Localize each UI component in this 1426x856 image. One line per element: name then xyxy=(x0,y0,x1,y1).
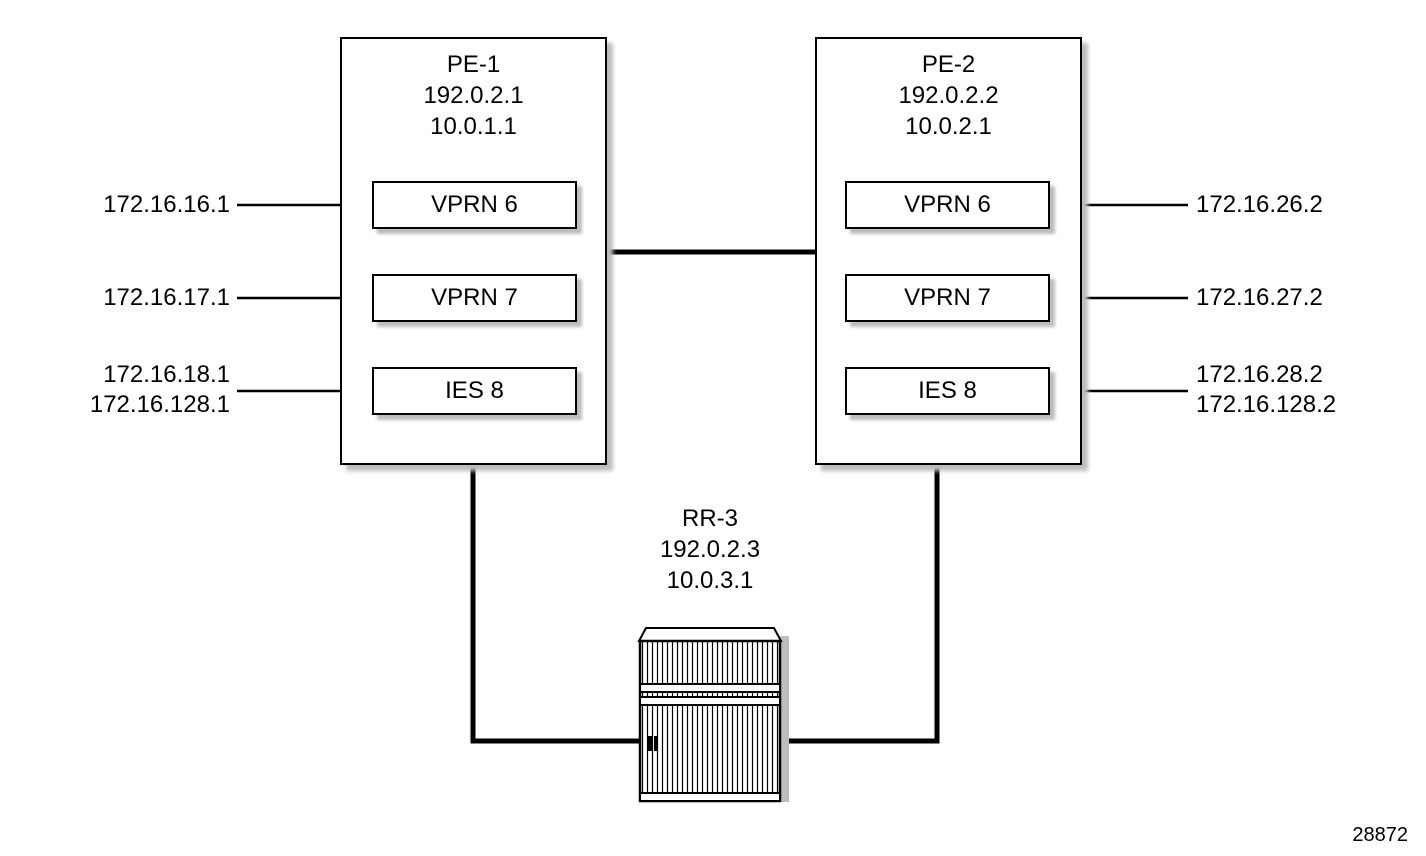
pe2-ip-loopback: 192.0.2.2 xyxy=(898,82,999,109)
pe2-service-vprn6-label: VPRN 6 xyxy=(904,191,991,218)
pe2-name: PE-2 xyxy=(921,51,976,78)
pe1-vprn7-interface-ip: 172.16.17.1 xyxy=(103,284,230,311)
pe2-service-vprn6: VPRN 6 xyxy=(845,181,1050,229)
pe1-ies8-interface-ip-2: 172.16.128.1 xyxy=(89,391,230,418)
chassis-lid xyxy=(637,627,783,642)
pe2-service-vprn7: VPRN 7 xyxy=(845,274,1050,322)
pe1-service-vprn6: VPRN 6 xyxy=(372,181,577,229)
pe2-vprn7-interface-ip: 172.16.27.2 xyxy=(1196,284,1323,311)
router-chassis-icon xyxy=(637,627,789,803)
pe2-vprn6-interface-ip: 172.16.26.2 xyxy=(1196,191,1323,218)
link-pe1-rr3 xyxy=(470,455,644,744)
pe1-service-vprn7-label: VPRN 7 xyxy=(431,284,518,311)
pe2-ies8-interface-ip-2: 172.16.128.2 xyxy=(1196,391,1337,418)
chassis-switch-2 xyxy=(654,736,658,751)
pe1-service-vprn6-label: VPRN 6 xyxy=(431,191,518,218)
chassis-base xyxy=(639,792,781,802)
pe2-ies8-interface-ip-1: 172.16.28.2 xyxy=(1196,361,1323,388)
pe1-ies8-interface-ip-1: 172.16.18.1 xyxy=(103,361,230,388)
pe1-name: PE-1 xyxy=(446,51,501,78)
pe1-vprn6-interface-ip: 172.16.16.1 xyxy=(103,191,230,218)
pe2-service-ies8-label: IES 8 xyxy=(918,377,977,404)
rr3-node-labels: RR-3 192.0.2.3 10.0.3.1 xyxy=(560,503,860,596)
pe2-service-ies8: IES 8 xyxy=(845,367,1050,415)
pe1-service-ies8: IES 8 xyxy=(372,367,577,415)
chassis-body xyxy=(638,639,782,803)
link-pe2-rr3 xyxy=(776,455,940,744)
pe2-service-vprn7-label: VPRN 7 xyxy=(904,284,991,311)
rr3-name: RR-3 xyxy=(681,505,738,532)
pe1-ip-secondary: 10.0.1.1 xyxy=(430,113,517,140)
pe1-ip-loopback: 192.0.2.1 xyxy=(423,82,524,109)
pe2-ip-secondary: 10.0.2.1 xyxy=(905,113,992,140)
chassis-band-1 xyxy=(639,683,781,693)
rr3-ip-loopback: 192.0.2.3 xyxy=(659,536,761,563)
pe1-service-ies8-label: IES 8 xyxy=(445,377,504,404)
figure-number: 28872 xyxy=(1352,824,1408,846)
pe1-service-vprn7: VPRN 7 xyxy=(372,274,577,322)
chassis-band-2 xyxy=(639,696,781,706)
chassis-switch-1 xyxy=(648,736,652,751)
rr3-ip-secondary: 10.0.3.1 xyxy=(666,567,754,594)
